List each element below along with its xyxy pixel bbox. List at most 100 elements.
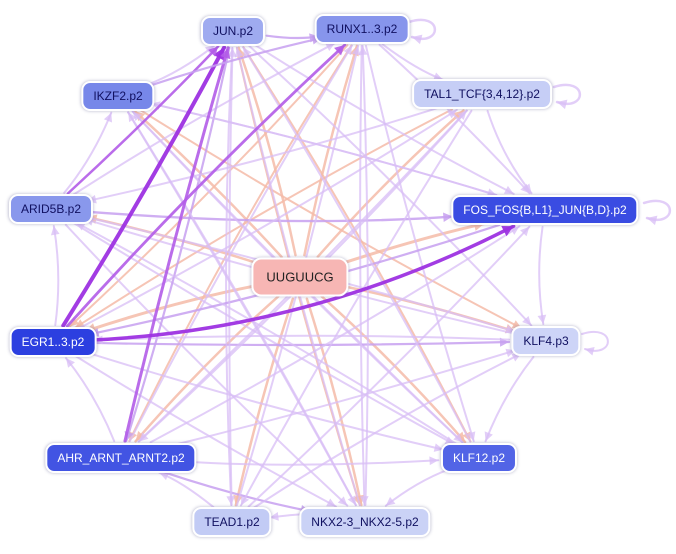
- edge-arrowhead: [269, 512, 279, 521]
- edge-arrowhead: [234, 47, 244, 58]
- edge-arrowhead: [227, 47, 237, 57]
- edge-runx-egr1: [68, 44, 349, 328]
- edge-tal1-egr1: [74, 108, 453, 329]
- edge-arrowhead: [433, 443, 444, 452]
- edge-tal1-tead1: [239, 109, 473, 507]
- edge-arrowhead: [429, 456, 439, 466]
- edge-uuguucg-nkx2: [305, 297, 363, 507]
- edge-runx-klf12: [364, 44, 475, 443]
- edge-egr1-runx: [65, 43, 347, 328]
- edge-arrowhead: [243, 47, 252, 58]
- edge-ahr-fos: [149, 225, 521, 444]
- edge-ahr-klf4: [171, 349, 517, 447]
- edge-arrowhead: [135, 430, 146, 442]
- edge-arrowhead: [358, 45, 368, 55]
- edge-uuguucg-runx: [303, 44, 359, 257]
- edge-arrowhead: [240, 495, 250, 506]
- edge-arrowhead: [385, 496, 396, 506]
- edge-arrowhead: [65, 358, 75, 368]
- graph-node-runx[interactable]: RUNX1..3.p2: [314, 14, 410, 44]
- edge-arrowhead: [433, 72, 443, 81]
- edge-ikzf2-klf4: [138, 108, 523, 330]
- edge-runx-fos: [378, 43, 531, 195]
- self-loop-klf4: [581, 331, 609, 352]
- edge-arrowhead: [466, 431, 476, 442]
- edge-uuguucg-egr1: [83, 283, 259, 333]
- edge-arrowhead: [213, 47, 225, 61]
- edge-arrowhead: [503, 185, 514, 194]
- edge-tead1-jun: [228, 46, 234, 507]
- edge-arrowhead: [557, 99, 568, 110]
- edge-egr1-arid5b: [52, 224, 60, 327]
- edge-tead1-fos: [247, 225, 531, 508]
- edge-ahr-jun: [123, 46, 230, 443]
- graph-node-arid5b[interactable]: ARID5B.p2: [8, 194, 94, 224]
- graph-node-tal1[interactable]: TAL1_TCF{3,4,12}.p2: [412, 79, 552, 109]
- graph-node-nkx2[interactable]: NKX2-3_NKX2-5.p2: [299, 507, 431, 537]
- edge-fos-klf4: [538, 225, 545, 326]
- edge-tead1-klf4: [252, 352, 523, 509]
- edge-arrowhead: [334, 44, 345, 56]
- edge-arrowhead: [208, 46, 219, 57]
- edge-uuguucg-tal1: [316, 109, 465, 258]
- edge-arrowhead: [443, 212, 453, 222]
- edge-arrowhead: [75, 222, 86, 231]
- edge-arrowhead: [69, 317, 80, 327]
- edge-nkx2-runx: [361, 44, 369, 506]
- edge-arrowhead: [220, 47, 231, 60]
- edge-arrowhead: [501, 226, 514, 237]
- edge-arrowhead: [484, 431, 493, 442]
- edge-ahr-nkx2: [162, 471, 312, 513]
- edge-egr1-nkx2: [74, 355, 337, 508]
- edge-egr1-klf12: [84, 351, 445, 451]
- edge-runx-ahr: [128, 44, 353, 443]
- edge-tal1-arid5b: [86, 106, 440, 203]
- edge-jun-tead1: [225, 46, 234, 507]
- edge-arrowhead: [325, 43, 336, 52]
- edge-arrowhead: [343, 45, 352, 56]
- edge-arrowhead: [412, 34, 423, 45]
- edge-egr1-fos: [91, 224, 516, 342]
- graph-node-klf4[interactable]: KLF4.p3: [511, 326, 581, 356]
- graph-node-fos[interactable]: FOS_FOS{B,L1}_JUN{B,D}.p2: [451, 195, 639, 225]
- edge-arrowhead: [351, 45, 361, 56]
- edge-arid5b-jun: [66, 45, 220, 195]
- graph-node-jun[interactable]: JUN.p2: [200, 16, 266, 46]
- edge-klf12-arid5b: [74, 221, 458, 445]
- graph-node-ahr[interactable]: AHR_ARNT_ARNT2.p2: [45, 443, 197, 473]
- edge-arrowhead: [139, 432, 149, 442]
- edge-uuguucg-tead1: [234, 297, 295, 507]
- edge-arrowhead: [520, 183, 530, 194]
- edge-ahr-klf12: [195, 459, 440, 466]
- graph-node-tead1[interactable]: TEAD1.p2: [192, 507, 272, 537]
- edge-arrowhead: [326, 498, 336, 507]
- edge-ahr-egr1: [64, 357, 116, 443]
- edge-jun-ahr: [125, 46, 231, 443]
- edge-arrowhead: [520, 226, 530, 237]
- edge-arrowhead: [522, 315, 532, 326]
- edge-fos-ikzf2: [150, 102, 498, 197]
- edge-uuguucg-ahr: [134, 295, 280, 443]
- edge-arrowhead: [50, 225, 60, 236]
- edge-arrowhead: [132, 111, 142, 122]
- edge-arid5b-fos: [90, 210, 454, 223]
- edge-arrowhead: [103, 112, 113, 123]
- edge-arrowhead: [585, 346, 595, 356]
- edge-egr1-tal1: [77, 108, 458, 330]
- graph-node-klf12[interactable]: KLF12.p2: [440, 443, 518, 473]
- edge-arid5b-ikzf2: [63, 111, 113, 194]
- edge-klf12-jun: [242, 46, 472, 443]
- graph-node-ikzf2[interactable]: IKZF2.p2: [81, 81, 155, 111]
- edge-uuguucg-jun: [237, 46, 297, 257]
- graph-node-egr1[interactable]: EGR1..3.p2: [9, 327, 97, 357]
- edge-arrowhead: [537, 314, 547, 325]
- edge-arrowhead: [128, 112, 137, 123]
- edge-uuguucg-ikzf2: [133, 109, 283, 259]
- edge-egr1-jun: [61, 45, 227, 328]
- edge-jun-klf4: [248, 45, 533, 327]
- graph-node-uuguucg[interactable]: UUGUUCG: [251, 257, 349, 297]
- edge-ikzf2-runx: [147, 36, 323, 88]
